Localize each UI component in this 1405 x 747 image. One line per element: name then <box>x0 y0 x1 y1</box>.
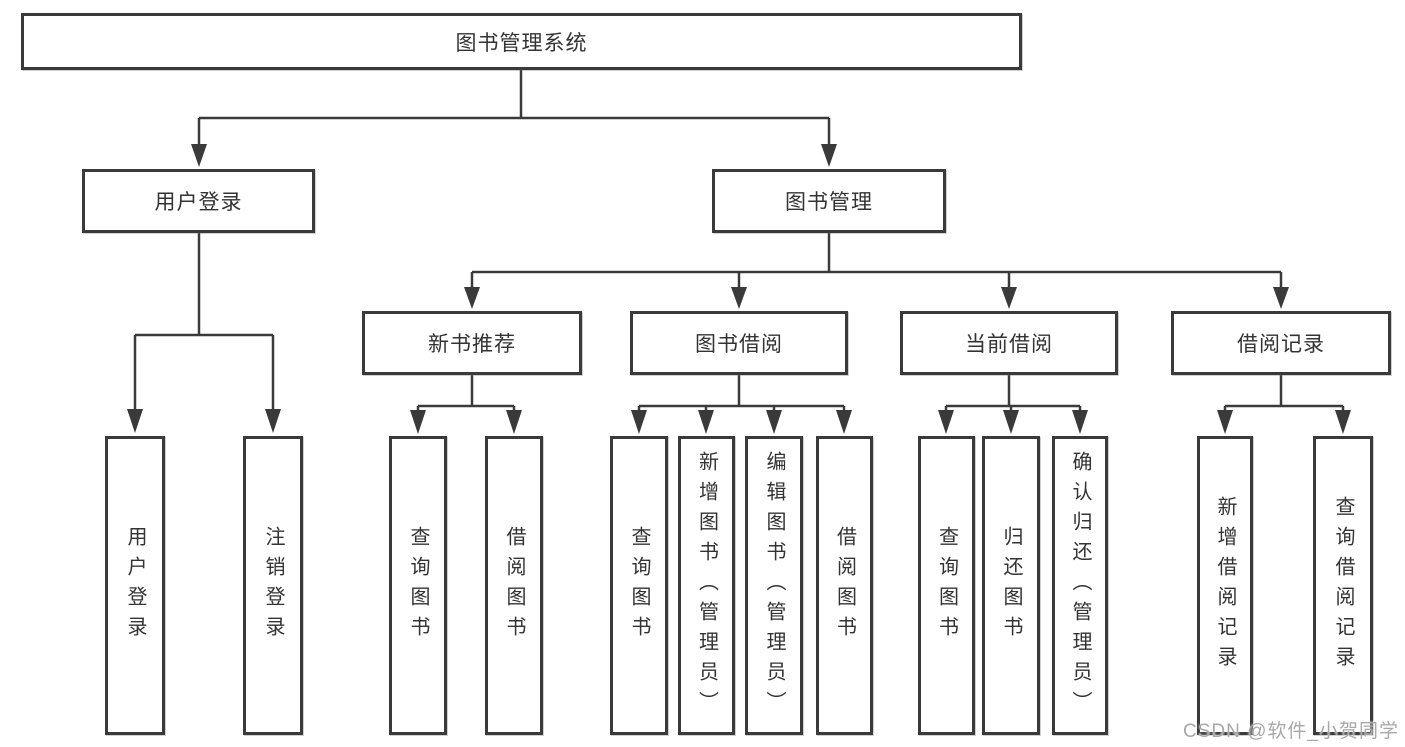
node-book-mgmt-label: 图书管理 <box>785 191 873 214</box>
leaf-current-confirm-label: 确认归还（管理员） <box>1069 450 1091 721</box>
node-current-borrow-label: 当前借阅 <box>965 333 1053 356</box>
leaf-records-query-label: 查询借阅记录 <box>1332 495 1354 676</box>
node-new-book-rec-label: 新书推荐 <box>428 333 516 356</box>
leaf-borrow-query: 查询图书 <box>610 436 668 735</box>
node-new-book-rec: 新书推荐 <box>362 311 582 375</box>
node-user-login-label: 用户登录 <box>154 191 243 214</box>
leaf-borrow-add-label: 新增图书（管理员） <box>695 450 718 721</box>
leaf-user-login-label: 用户登录 <box>124 525 146 646</box>
leaf-current-return-label: 归还图书 <box>1000 525 1022 646</box>
node-book-mgmt: 图书管理 <box>712 169 946 233</box>
leaf-user-login: 用户登录 <box>105 436 165 735</box>
leaf-newbook-borrow: 借阅图书 <box>485 436 543 735</box>
node-user-login: 用户登录 <box>82 169 315 233</box>
leaf-current-confirm: 确认归还（管理员） <box>1052 436 1108 735</box>
node-book-borrow-label: 图书借阅 <box>695 333 783 356</box>
leaf-records-add-label: 新增借阅记录 <box>1214 495 1236 676</box>
leaf-current-query: 查询图书 <box>918 436 975 735</box>
leaf-borrow-edit: 编辑图书（管理员） <box>745 436 803 735</box>
leaf-borrow-edit-label: 编辑图书（管理员） <box>763 450 785 721</box>
node-borrow-records: 借阅记录 <box>1171 311 1391 375</box>
leaf-logout-label: 注销登录 <box>262 525 284 646</box>
node-root: 图书管理系统 <box>21 13 1022 70</box>
leaf-borrow-query-label: 查询图书 <box>628 525 650 646</box>
leaf-logout: 注销登录 <box>243 436 303 735</box>
leaf-current-return: 归还图书 <box>982 436 1040 735</box>
leaf-borrow-borrow: 借阅图书 <box>816 436 873 735</box>
node-book-borrow: 图书借阅 <box>630 311 848 375</box>
node-root-label: 图书管理系统 <box>455 31 588 55</box>
node-current-borrow: 当前借阅 <box>900 311 1118 375</box>
leaf-records-add: 新增借阅记录 <box>1197 436 1253 735</box>
leaf-borrow-add: 新增图书（管理员） <box>678 436 735 735</box>
leaf-newbook-borrow-label: 借阅图书 <box>503 525 525 646</box>
csdn-watermark: CSDN @软件_小贺同学 <box>1183 721 1399 742</box>
leaf-borrow-borrow-label: 借阅图书 <box>833 525 856 646</box>
node-borrow-records-label: 借阅记录 <box>1237 333 1325 356</box>
leaf-records-query: 查询借阅记录 <box>1313 436 1373 735</box>
leaf-current-query-label: 查询图书 <box>935 525 958 646</box>
leaf-newbook-query: 查询图书 <box>389 436 447 735</box>
leaf-newbook-query-label: 查询图书 <box>407 525 429 646</box>
